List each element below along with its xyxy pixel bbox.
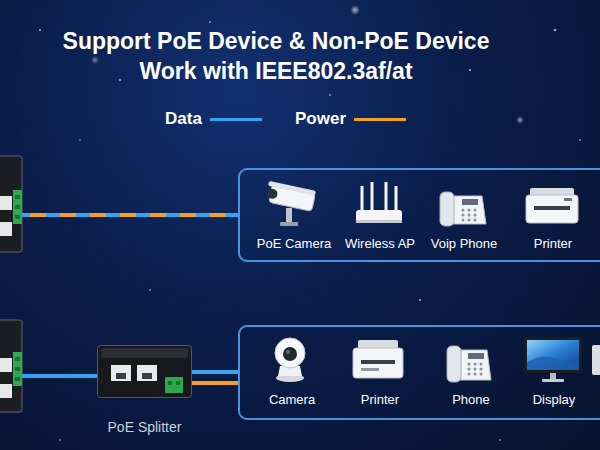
device-panel: PoE Camera Wireless AP Voip Phone Printer xyxy=(238,168,600,262)
poe-splitter-illustration xyxy=(97,345,192,398)
poe-cable-bottom xyxy=(22,376,97,377)
poe-splitter: PoE Splitter xyxy=(97,345,192,398)
legend-text: Data xyxy=(165,108,202,130)
poe-switch-top xyxy=(0,156,22,252)
poe-switch-bottom xyxy=(0,320,22,412)
splitter-housing xyxy=(98,346,192,398)
device-label: Printer xyxy=(534,236,572,252)
rj45-slot xyxy=(116,373,126,379)
wireless-ap-icon xyxy=(356,182,402,223)
device-panel: Camera Printer Phone Display xyxy=(238,325,600,420)
device-label: Phone xyxy=(452,392,490,408)
phone-icon xyxy=(447,346,491,382)
rj45-port xyxy=(111,365,131,381)
power-cable xyxy=(192,381,238,385)
printer-icon-2 xyxy=(353,340,403,378)
legend-text: Power xyxy=(295,108,346,130)
device-label: Voip Phone xyxy=(431,236,498,252)
cut-off-device-icon xyxy=(592,345,600,375)
device-label: Printer xyxy=(361,392,399,408)
terminal-block xyxy=(165,377,183,393)
data-cable xyxy=(192,370,238,374)
terminal-screw xyxy=(168,381,172,385)
terminal-screw xyxy=(176,381,180,385)
printer-icon xyxy=(526,188,578,223)
device-label: PoE Camera xyxy=(257,236,331,252)
camera-icon xyxy=(275,338,305,382)
splitter-top xyxy=(101,348,188,358)
device-label: Camera xyxy=(269,392,315,408)
stars xyxy=(39,5,581,441)
legend-line-sample xyxy=(354,118,406,121)
device-label: Wireless AP xyxy=(345,236,415,252)
rj45-port xyxy=(137,365,157,381)
diagram-title: Support PoE Device & Non-PoE Device Work… xyxy=(46,26,506,86)
voip-phone-icon xyxy=(440,192,486,226)
component-label: PoE Splitter xyxy=(108,419,182,436)
rj45-slot xyxy=(142,373,152,379)
legend-line-sample xyxy=(210,118,262,121)
display-icon xyxy=(524,337,582,382)
device-label: Display xyxy=(533,392,576,408)
poe-cable-top xyxy=(22,215,238,216)
poe-camera-icon xyxy=(265,181,316,226)
